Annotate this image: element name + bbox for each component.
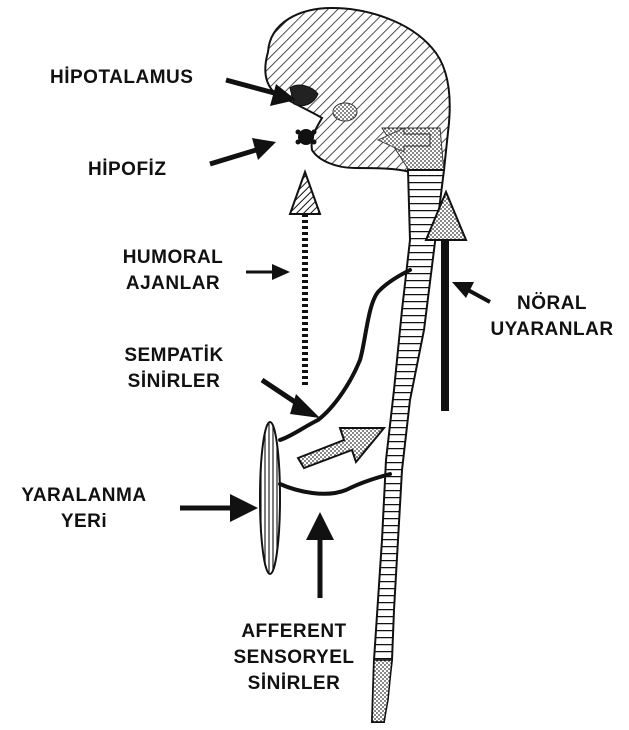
label-afferent-3: SİNİRLER [226,672,362,696]
injury-site [260,422,280,574]
label-neural-2: UYARANLAR [490,318,614,342]
spinal-cord [372,170,444,722]
label-neural-1: NÖRAL [490,292,614,316]
label-afferent-1: AFFERENT [226,620,362,644]
inner-patch [333,103,357,121]
label-injury-1: YARALANMA [4,484,164,508]
label-humoral-2: AJANLAR [108,272,238,296]
label-sympathetic-1: SEMPATİK [108,344,240,368]
cord-tail [372,660,392,722]
label-pituitary: HİPOFİZ [88,158,166,182]
injury-pointer [180,494,258,522]
label-hypothalamus: HİPOTALAMUS [50,66,193,90]
pituitary-pointer [210,138,276,164]
sympathetic-pointer [262,380,320,418]
humoral-pointer [246,264,290,280]
afferent-nerve [280,474,390,494]
neural-stimuli-arrow [426,192,466,411]
label-afferent-2: SENSORYEL [226,646,362,670]
afferent-pointer [306,512,334,598]
label-injury-2: YERi [4,510,164,534]
neural-pointer [452,282,490,302]
injury-to-cord-arrow [298,428,384,468]
label-sympathetic-2: SİNİRLER [108,370,240,394]
label-humoral-1: HUMORAL [108,246,238,270]
humoral-arrow [290,172,320,385]
